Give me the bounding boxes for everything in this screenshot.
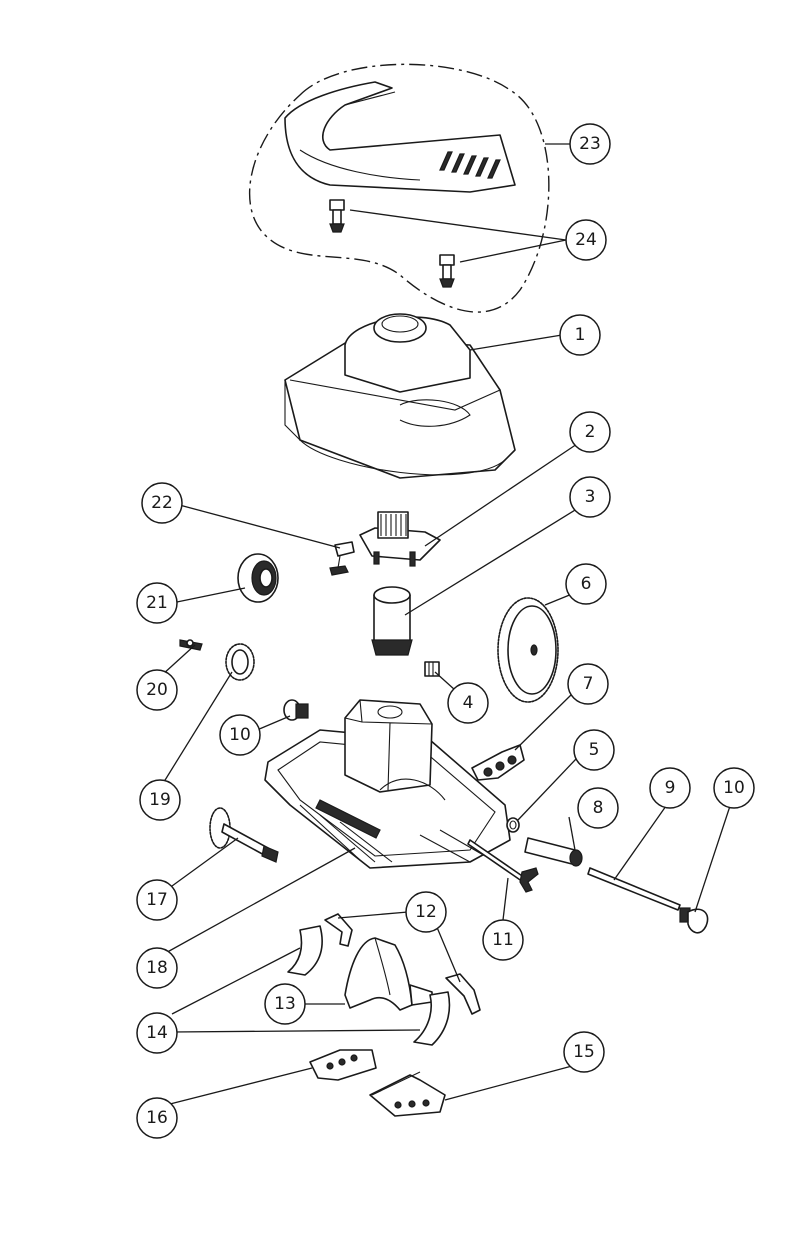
callout-10-right: 10 xyxy=(713,767,755,809)
svg-text:14: 14 xyxy=(146,1023,168,1043)
leader-lines xyxy=(161,143,731,1105)
svg-text:7: 7 xyxy=(583,674,594,694)
svg-text:16: 16 xyxy=(146,1108,168,1128)
link-part xyxy=(179,639,203,651)
ring-part xyxy=(506,817,520,833)
callout-14: 14 xyxy=(136,1012,178,1054)
svg-text:21: 21 xyxy=(146,593,168,613)
svg-text:3: 3 xyxy=(585,487,596,507)
svg-text:22: 22 xyxy=(151,493,173,513)
svg-text:24: 24 xyxy=(575,230,597,250)
housing-part xyxy=(284,313,516,479)
svg-text:2: 2 xyxy=(585,422,596,442)
callout-9: 9 xyxy=(649,767,691,809)
latch-part xyxy=(471,744,525,781)
svg-text:6: 6 xyxy=(581,574,592,594)
svg-text:20: 20 xyxy=(146,680,168,700)
small-bracket-part xyxy=(329,541,355,576)
callout-10-left: 10 xyxy=(219,714,261,756)
svg-text:10: 10 xyxy=(723,778,745,798)
large-gear-part xyxy=(497,597,559,703)
cover-group-outline xyxy=(248,63,550,313)
shaft-gear-part xyxy=(209,807,279,863)
bushing-part xyxy=(524,837,583,867)
svg-text:15: 15 xyxy=(573,1042,595,1062)
callout-12: 12 xyxy=(405,891,447,933)
callout-11: 11 xyxy=(482,919,524,961)
top-cover-part xyxy=(284,81,516,193)
cover-clip-part xyxy=(329,199,455,288)
svg-text:23: 23 xyxy=(579,134,601,154)
callout-6: 6 xyxy=(565,563,607,605)
svg-text:1: 1 xyxy=(575,325,586,345)
motor-mount-part xyxy=(359,511,441,567)
small-gear-part xyxy=(225,643,255,681)
drive-gear-part xyxy=(237,553,279,603)
callout-17: 17 xyxy=(136,879,178,921)
callout-18: 18 xyxy=(136,947,178,989)
knob-right-part xyxy=(679,907,709,934)
svg-text:17: 17 xyxy=(146,890,168,910)
svg-text:4: 4 xyxy=(463,693,474,713)
svg-text:11: 11 xyxy=(492,930,514,950)
callout-20: 20 xyxy=(136,669,178,711)
callout-3: 3 xyxy=(569,476,611,518)
callout-23: 23 xyxy=(569,123,611,165)
knob-left-part xyxy=(283,699,309,721)
pad-part xyxy=(287,925,451,1046)
axle-part xyxy=(467,839,539,893)
callout-13: 13 xyxy=(264,983,306,1025)
callout-7: 7 xyxy=(567,663,609,705)
callout-16: 16 xyxy=(136,1097,178,1139)
svg-text:10: 10 xyxy=(229,725,251,745)
callout-1: 1 xyxy=(559,314,601,356)
skid-plate-left-part xyxy=(309,1049,377,1081)
callout-19: 19 xyxy=(139,779,181,821)
skid-plate-right-part xyxy=(369,1071,446,1117)
impeller-tube-part xyxy=(371,586,413,656)
svg-text:12: 12 xyxy=(415,902,437,922)
small-clip-part xyxy=(324,913,481,1015)
saddle-part xyxy=(344,937,433,1011)
callout-21: 21 xyxy=(136,582,178,624)
callout-24: 24 xyxy=(565,219,607,261)
base-tray-part xyxy=(264,699,511,869)
callout-22: 22 xyxy=(141,482,183,524)
callout-4: 4 xyxy=(447,682,489,724)
callout-2: 2 xyxy=(569,411,611,453)
svg-text:19: 19 xyxy=(149,790,171,810)
callout-8: 8 xyxy=(577,787,619,829)
callout-15: 15 xyxy=(563,1031,605,1073)
svg-text:8: 8 xyxy=(593,798,604,818)
svg-text:13: 13 xyxy=(274,994,296,1014)
svg-text:9: 9 xyxy=(665,778,676,798)
callout-5: 5 xyxy=(573,729,615,771)
svg-text:5: 5 xyxy=(589,740,600,760)
rod-part xyxy=(587,867,681,911)
svg-text:18: 18 xyxy=(146,958,168,978)
